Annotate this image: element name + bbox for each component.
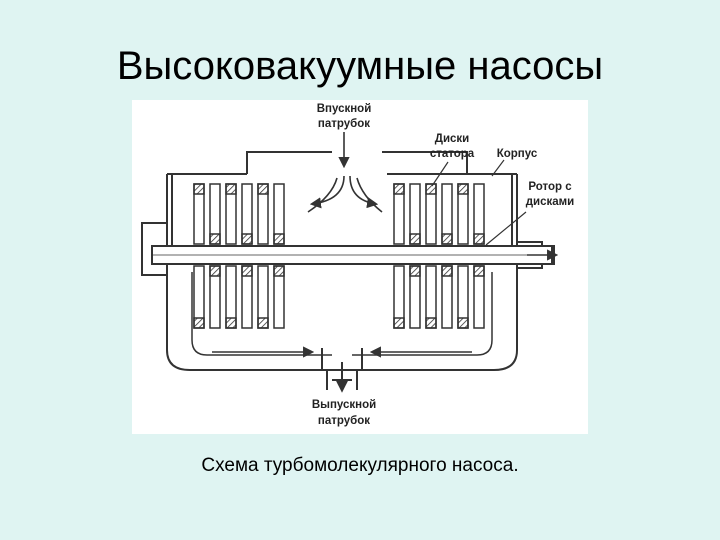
disk-stack-lower-right	[393, 265, 485, 329]
leader-lines	[431, 159, 527, 246]
turbopump-schematic: Впускной патрубок Диски статора Корпус Р…	[141, 103, 575, 427]
inlet-label-line2: патрубок	[318, 118, 370, 130]
housing-label: Корпус	[497, 148, 538, 160]
inlet-label-line1: Впускной	[317, 103, 372, 115]
turbopump-diagram: Впускной патрубок Диски статора Корпус Р…	[132, 100, 588, 434]
rotor-label-line1: Ротор с	[528, 181, 572, 193]
outlet-label-line2: патрубок	[318, 415, 370, 427]
outlet-label-line1: Выпускной	[312, 399, 376, 411]
stator-label-line1: Диски	[435, 133, 469, 145]
disk-stack-lower-left	[193, 265, 285, 329]
stator-label-line2: статора	[430, 148, 475, 160]
disk-stack-upper-right	[393, 183, 485, 245]
rotor-shaft	[151, 245, 553, 265]
flow-arrows	[212, 132, 559, 358]
slide-title: Высоковакуумные насосы	[116, 44, 604, 88]
rotor-label-line2: дисками	[526, 196, 575, 208]
diagram-caption: Схема турбомолекулярного насоса.	[201, 455, 519, 476]
return-channel	[191, 272, 493, 356]
outlet-pipe	[326, 362, 358, 393]
disk-stack-upper-left	[193, 183, 285, 245]
